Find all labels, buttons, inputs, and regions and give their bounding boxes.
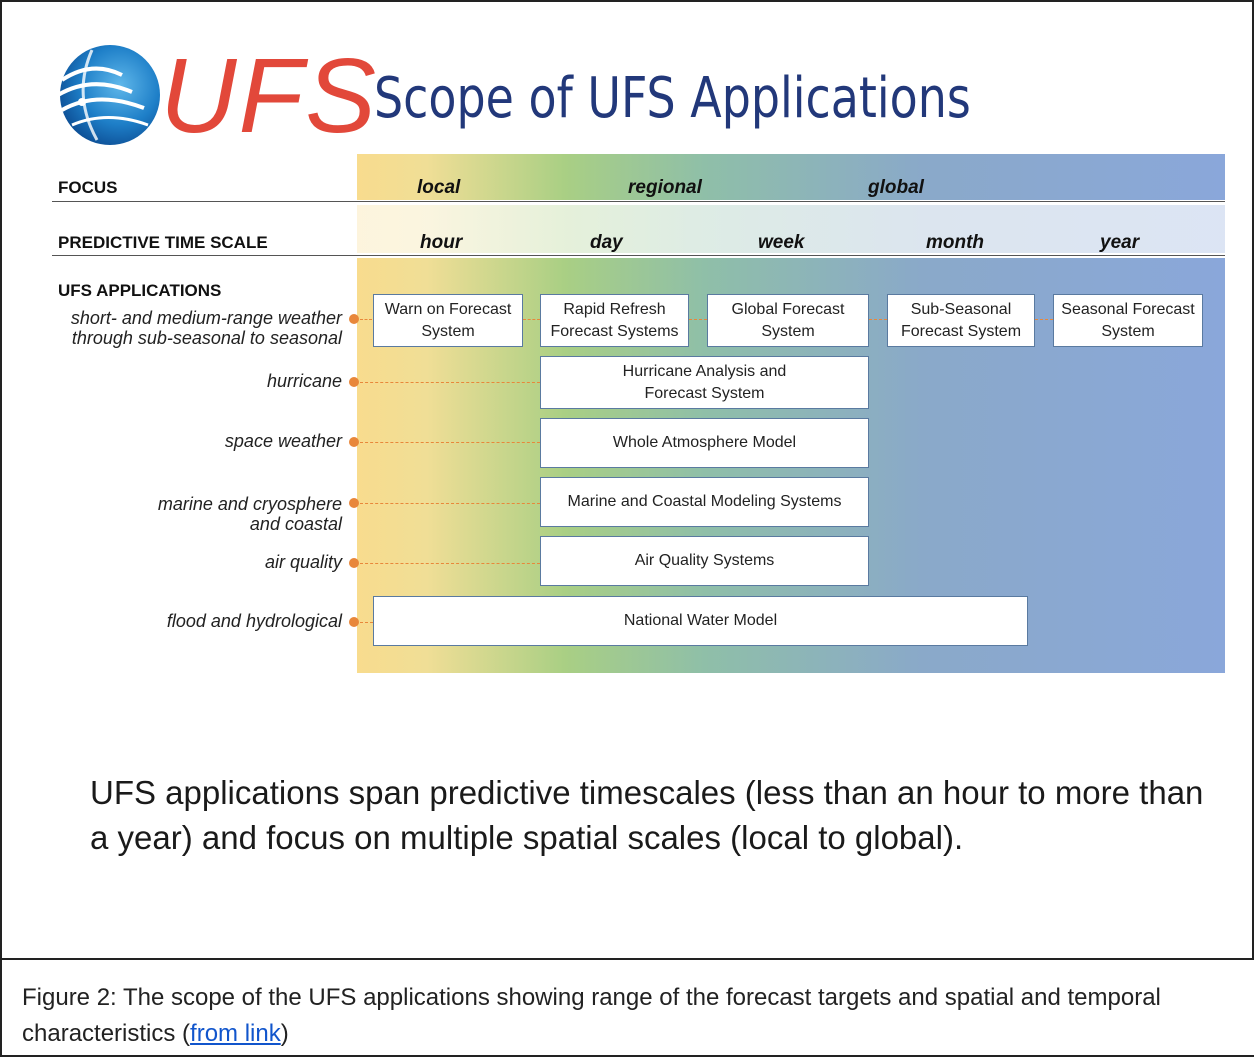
- application-label-marine: marine and cryosphere and coastal: [158, 494, 342, 534]
- system-box-line: Marine and Coastal Modeling Systems: [567, 493, 842, 510]
- divider-line: [52, 201, 1225, 202]
- focus-label-regional: regional: [628, 177, 702, 198]
- system-box-line: System: [761, 322, 815, 340]
- application-label-air-quality: air quality: [264, 552, 342, 572]
- row-heading-focus: FOCUS: [58, 178, 118, 197]
- application-label-weather: short- and medium-range weather through …: [71, 308, 342, 348]
- connector-dot-icon: [349, 558, 359, 568]
- divider-line: [52, 255, 1225, 256]
- system-box-line: Warn on Forecast: [384, 300, 512, 318]
- diagram-title: Scope of UFS Applications: [374, 66, 971, 131]
- connector-dot-icon: [349, 377, 359, 387]
- system-box-line: Sub-Seasonal: [910, 300, 1012, 318]
- system-box-line: Air Quality Systems: [634, 552, 775, 569]
- connector-dot-icon: [349, 498, 359, 508]
- summary-text: UFS applications span predictive timesca…: [90, 774, 1204, 856]
- focus-label-global: global: [868, 177, 924, 198]
- figure-caption: Figure 2: The scope of the UFS applicati…: [22, 980, 1222, 1052]
- time-scale-gradient-band: [357, 205, 1225, 253]
- time-label-week: week: [758, 232, 805, 253]
- logo-text: UFS: [160, 37, 378, 155]
- figure-frame: UFS Scope of UFS Applications FOCUS PRED…: [0, 0, 1254, 960]
- caption-end: ): [280, 1020, 289, 1047]
- system-box-line: Seasonal Forecast: [1061, 300, 1195, 318]
- system-box-line: Forecast Systems: [550, 322, 679, 340]
- connector-line: [360, 319, 372, 320]
- application-label-line: and coastal: [249, 514, 342, 534]
- time-label-day: day: [590, 232, 623, 253]
- caption-frame: Figure 2: The scope of the UFS applicati…: [0, 958, 1254, 1057]
- system-box-air-quality: Air Quality Systems: [540, 536, 869, 586]
- system-box-line: Rapid Refresh: [563, 300, 666, 318]
- application-label-line: marine and cryosphere: [157, 494, 342, 514]
- system-box-whole-atmosphere: Whole Atmosphere Model: [540, 418, 869, 468]
- connector-line: [360, 442, 540, 443]
- connector-line: [360, 563, 540, 564]
- connector-line: [523, 319, 540, 320]
- application-label-hurricane: hurricane: [266, 371, 342, 391]
- connector-line: [689, 319, 707, 320]
- time-label-hour: hour: [420, 232, 463, 253]
- ufs-globe-logo-icon: [56, 45, 160, 145]
- application-label-space-weather: space weather: [224, 431, 342, 451]
- connector-dot-icon: [349, 617, 359, 627]
- connector-line: [869, 319, 887, 320]
- connector-line: [360, 503, 540, 504]
- system-box-line: Forecast System: [644, 384, 765, 402]
- connector-line: [360, 382, 540, 383]
- system-box-line: Global Forecast: [731, 300, 845, 318]
- system-box-national-water: National Water Model: [373, 596, 1028, 646]
- connector-dot-icon: [349, 314, 359, 324]
- focus-gradient-band: [357, 154, 1225, 200]
- system-box-line: Hurricane Analysis and: [622, 362, 787, 380]
- time-label-year: year: [1100, 232, 1140, 253]
- caption-link[interactable]: from link: [190, 1020, 281, 1047]
- connector-line: [360, 622, 373, 623]
- system-box-line: Whole Atmosphere Model: [612, 434, 797, 451]
- application-label-line: short- and medium-range weather: [70, 308, 342, 328]
- connector-line: [1035, 319, 1053, 320]
- connector-dot-icon: [349, 437, 359, 447]
- row-heading-time-scale: PREDICTIVE TIME SCALE: [58, 233, 268, 252]
- system-box-line: Forecast System: [900, 322, 1022, 340]
- focus-label-local: local: [417, 177, 461, 198]
- row-heading-applications: UFS APPLICATIONS: [58, 281, 222, 300]
- application-label-line: through sub-seasonal to seasonal: [71, 328, 342, 348]
- system-box-line: National Water Model: [623, 612, 778, 629]
- caption-text: Figure 2: The scope of the UFS applicati…: [22, 984, 1161, 1047]
- system-box-marine-coastal: Marine and Coastal Modeling Systems: [540, 477, 869, 527]
- system-box-line: System: [421, 322, 475, 340]
- application-label-flood: flood and hydrological: [166, 611, 342, 631]
- time-label-month: month: [926, 232, 985, 253]
- system-box-line: System: [1101, 322, 1155, 340]
